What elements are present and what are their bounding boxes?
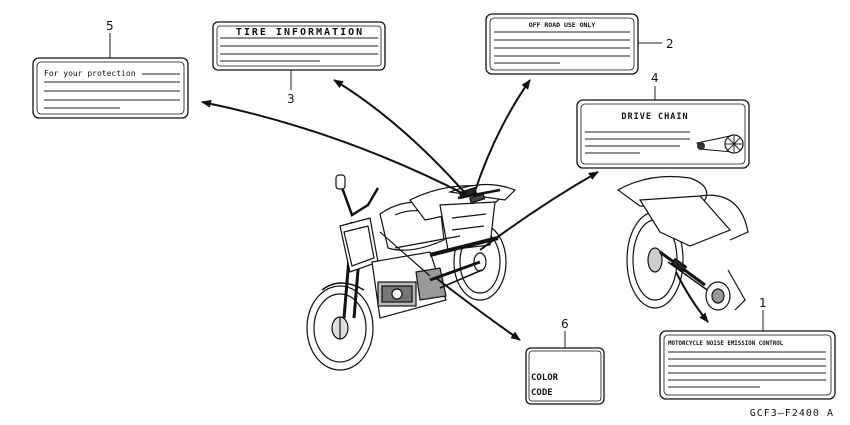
- label-6-number: 6: [561, 317, 569, 331]
- label-1-noise-emission-control: MOTORCYCLE NOISE EMISSION CONTROL: [659, 330, 836, 400]
- label-3-tire-information: TIRE INFORMATION: [212, 21, 386, 71]
- rear-wheel-detail-illustration: [616, 175, 749, 311]
- label-4-number: 4: [651, 71, 659, 85]
- label-5-for-your-protection: For your protection: [32, 57, 189, 119]
- label-6-line1: COLOR: [531, 373, 559, 383]
- diagram-reference-code: GCF3–F2400 A: [750, 408, 834, 419]
- arrow-to-label-5: [201, 99, 469, 197]
- arrow-to-label-3: [333, 79, 467, 195]
- label-2-title: OFF ROAD USE ONLY: [529, 21, 596, 29]
- arrow-to-label-1: [675, 271, 709, 323]
- label-1-number: 1: [759, 296, 767, 310]
- label-1-title: MOTORCYCLE NOISE EMISSION CONTROL: [668, 341, 784, 347]
- label-2-off-road-use-only: OFF ROAD USE ONLY: [485, 13, 639, 75]
- label-2-number: 2: [666, 37, 674, 51]
- arrow-to-label-2: [473, 79, 531, 195]
- label-6-line2: CODE: [531, 388, 553, 398]
- arrow-to-label-4: [479, 171, 599, 251]
- label-4-title: DRIVE CHAIN: [621, 112, 688, 122]
- chain-sprocket-icon: [696, 134, 744, 154]
- label-3-number: 3: [287, 92, 295, 106]
- label-6-color-code: COLOR CODE: [525, 347, 605, 405]
- pointer-arrows: [201, 79, 709, 341]
- label-4-drive-chain: DRIVE CHAIN: [576, 99, 750, 169]
- arrow-to-label-6: [435, 277, 521, 341]
- motorcycle-illustration: [306, 174, 517, 371]
- label-5-number: 5: [106, 19, 114, 33]
- label-3-title: TIRE INFORMATION: [236, 27, 364, 38]
- label-5-title: For your protection: [44, 69, 136, 78]
